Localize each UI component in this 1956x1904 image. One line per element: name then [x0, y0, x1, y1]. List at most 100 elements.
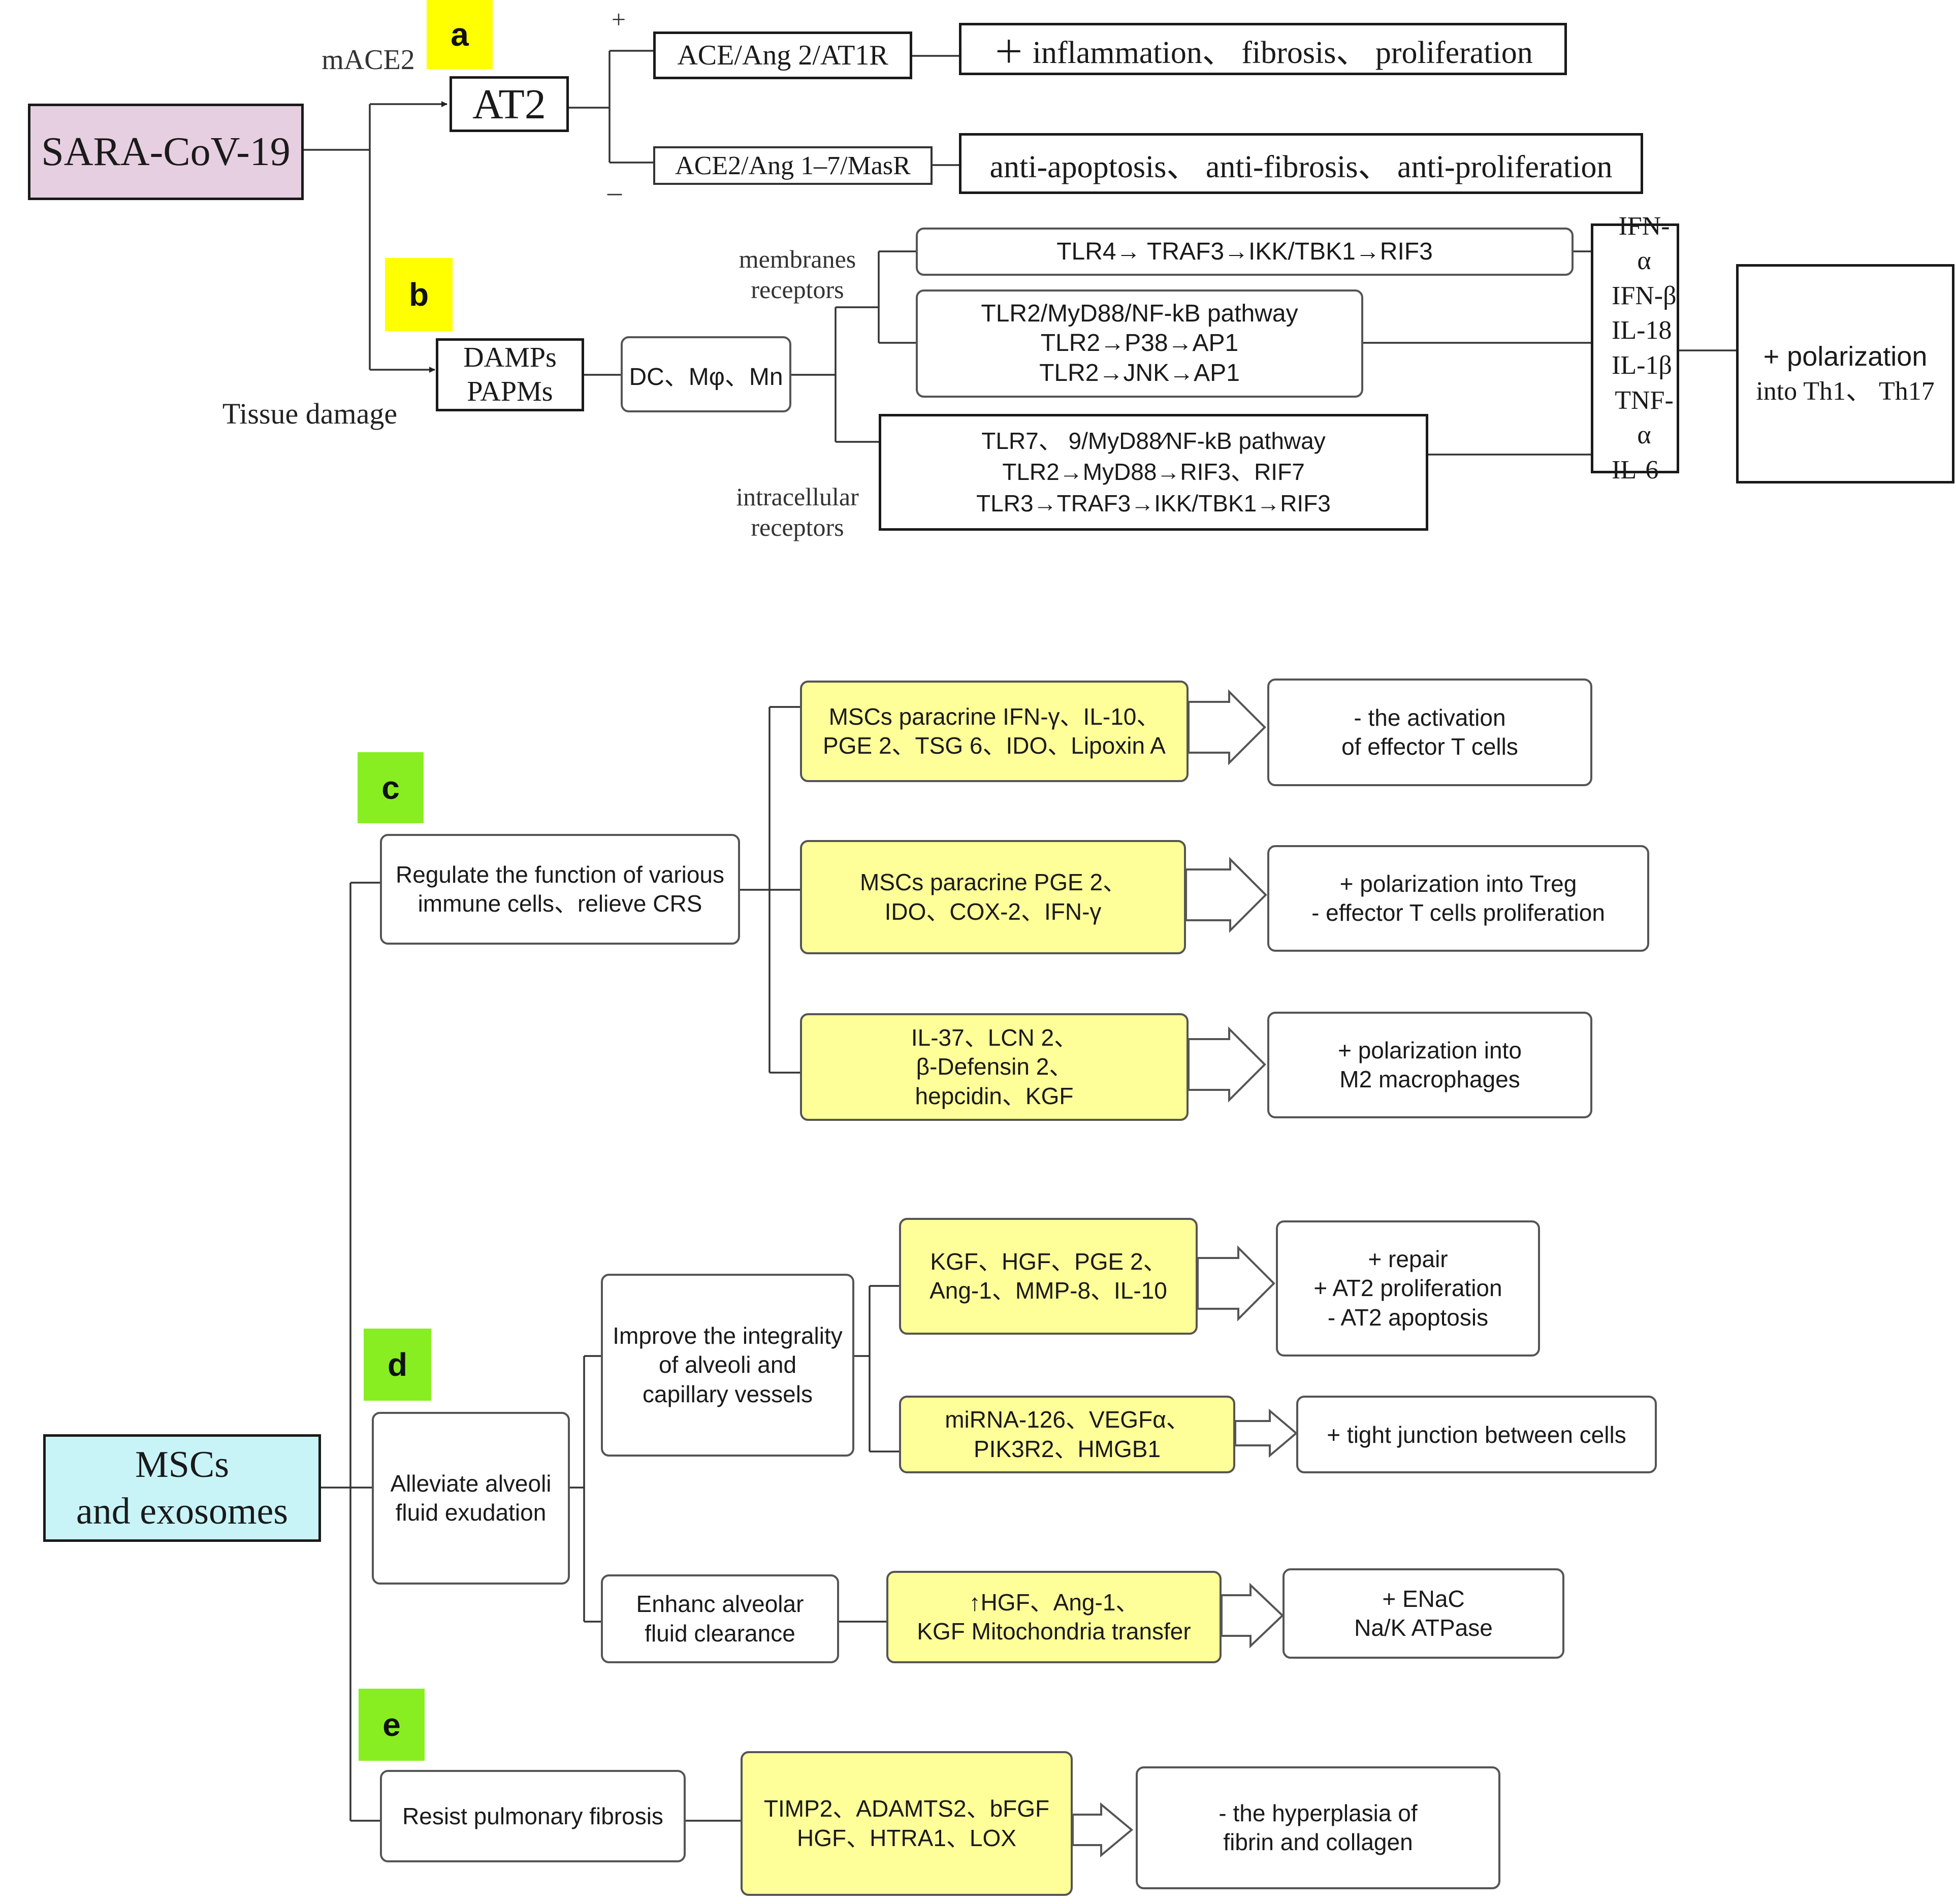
d1-effect-line-1: + repair	[1368, 1245, 1448, 1272]
e-factors-line-1: TIMP2、ADAMTS2、bFGF	[763, 1795, 1050, 1822]
damps-papms-box: DAMPs PAPMs	[436, 338, 584, 411]
polarization-line-1: + polarization	[1763, 341, 1928, 372]
clearance-line-1: Enhanc alveolar	[636, 1591, 804, 1617]
e-effect-line-2: fibrin and collagen	[1223, 1829, 1413, 1855]
block-arrow-d3	[1221, 1583, 1284, 1649]
c2-effect-line-1: + polarization into Treg	[1339, 870, 1577, 897]
tlr7-line-1: TLR7、 9/MyD88⁄NF-kB pathway	[981, 427, 1326, 454]
cytokine-il-18: IL-18	[1612, 316, 1672, 345]
alleviate-line-2: fluid exudation	[395, 1499, 547, 1526]
c3-factors-line-1: IL-37、LCN 2、	[911, 1024, 1078, 1051]
alleviate-line-1: Alleviate alveoli	[390, 1470, 552, 1497]
d2-effect-box: + tight junction between cells	[1296, 1396, 1657, 1473]
papms-text: PAPMs	[467, 376, 553, 407]
ace-ang2-at1r-box: ACE/Ang 2/AT1R	[653, 31, 912, 79]
tlr7-line-2: TLR2→MyD88→RIF3、RIF7	[1002, 459, 1305, 486]
c1-factors-line-1: MSCs paracrine IFN-γ、IL-10、	[828, 703, 1160, 730]
regulate-immune-box: Regulate the function of various immune …	[380, 834, 740, 945]
tissue-damage-label: Tissue damage	[222, 397, 398, 430]
damps-text: DAMPs	[463, 341, 557, 373]
cytokine-ifn-alpha: IFN-α	[1618, 211, 1670, 276]
th-polarization-box: + polarization into Th1、 Th17	[1736, 264, 1954, 483]
c2-factors-line-2: IDO、COX-2、IFN-γ	[884, 898, 1102, 925]
e-factors-box: TIMP2、ADAMTS2、bFGF HGF、HTRA1、LOX	[741, 1751, 1073, 1896]
c3-effect-line-1: + polarization into	[1338, 1037, 1522, 1063]
alleviate-exudation-box: Alleviate alveoli fluid exudation	[372, 1412, 570, 1585]
receptors-text-1: receptors	[751, 275, 844, 304]
c1-factors-box: MSCs paracrine IFN-γ、IL-10、 PGE 2、TSG 6、…	[800, 681, 1189, 782]
tlr2-line-2: TLR2→P38→AP1	[1040, 330, 1239, 357]
c2-effect-box: + polarization into Treg - effector T ce…	[1267, 845, 1649, 952]
tlr7-pathway-box: TLR7、 9/MyD88⁄NF-kB pathway TLR2→MyD88→R…	[879, 414, 1428, 531]
d3-effect-line-1: + ENaC	[1382, 1585, 1465, 1612]
c1-effect-box: - the activation of effector T cells	[1267, 679, 1592, 786]
cytokine-tnf-alpha: TNF-α	[1615, 385, 1674, 450]
plus-sign: +	[611, 5, 626, 34]
c2-effect-line-2: - effector T cells proliferation	[1311, 899, 1605, 926]
panel-tag-d: d	[364, 1329, 431, 1401]
e-effect-line-1: - the hyperplasia of	[1219, 1799, 1418, 1826]
c2-factors-box: MSCs paracrine PGE 2、 IDO、COX-2、IFN-γ	[800, 840, 1186, 954]
regulate-line-2: immune cells、relieve CRS	[418, 890, 702, 917]
tlr2-line-3: TLR2→JNK→AP1	[1039, 359, 1240, 386]
d2-factors-line-1: miRNA-126、VEGFα、	[945, 1406, 1190, 1433]
c1-factors-line-2: PGE 2、TSG 6、IDO、Lipoxin A	[823, 732, 1166, 759]
cytokine-il-6: IL-6	[1612, 455, 1659, 485]
d3-effect-line-2: Na/K ATPase	[1354, 1615, 1493, 1641]
c1-effect-line-2: of effector T cells	[1341, 733, 1518, 760]
receptors-text-2: receptors	[751, 513, 844, 541]
tlr2-pathway-box: TLR2/MyD88/NF-kB pathway TLR2→P38→AP1 TL…	[916, 289, 1363, 398]
c3-effect-line-2: M2 macrophages	[1339, 1066, 1520, 1092]
membranes-text: membranes	[739, 245, 856, 273]
e-factors-line-2: HGF、HTRA1、LOX	[797, 1824, 1016, 1851]
intracellular-receptors-label: intracellular receptors	[716, 481, 879, 542]
panel-tag-c: c	[358, 752, 424, 823]
c3-factors-box: IL-37、LCN 2、 β-Defensin 2、 hepcidin、KGF	[800, 1013, 1189, 1121]
d1-factors-line-1: KGF、HGF、PGE 2、	[930, 1248, 1167, 1275]
minus-sign: –	[607, 176, 622, 208]
c3-factors-line-2: β-Defensin 2、	[916, 1053, 1073, 1080]
c2-factors-line-1: MSCs paracrine PGE 2、	[859, 869, 1127, 895]
panel-tag-e: e	[359, 1689, 425, 1761]
panel-tag-a: a	[427, 0, 493, 69]
d2-factors-box: miRNA-126、VEGFα、 PIK3R2、HMGB1	[899, 1396, 1235, 1473]
d3-factors-box: ↑HGF、Ang-1、 KGF Mitochondria transfer	[886, 1571, 1222, 1663]
membranes-receptors-label: membranes receptors	[721, 244, 874, 305]
integrality-line-2: of alveoli and	[658, 1351, 797, 1378]
d1-factors-box: KGF、HGF、PGE 2、 Ang-1、MMP-8、IL-10	[899, 1218, 1198, 1335]
cytokine-il-1beta: IL-1β	[1612, 351, 1672, 380]
block-arrow-d2	[1234, 1408, 1298, 1458]
polarization-line-2: into Th1、 Th17	[1756, 377, 1935, 406]
intracellular-text: intracellular	[736, 482, 859, 511]
panel-tag-b: b	[385, 258, 453, 331]
d3-effect-box: + ENaC Na/K ATPase	[1282, 1568, 1564, 1659]
virus-box: SARA-CoV-19	[28, 104, 304, 200]
d3-factors-line-2: KGF Mitochondria transfer	[917, 1618, 1191, 1644]
cytokine-list-box: IFN-α IFN-β IL-18 IL-1β TNF-α IL-6	[1591, 212, 1679, 485]
msc-root-line-1: MSCs	[135, 1443, 230, 1486]
enhance-clearance-box: Enhanc alveolar fluid clearance	[601, 1574, 839, 1663]
integrality-line-1: Improve the integrality	[613, 1322, 843, 1349]
resist-fibrosis-box: Resist pulmonary fibrosis	[380, 1770, 686, 1862]
e-effect-box: - the hyperplasia of fibrin and collagen	[1136, 1766, 1500, 1889]
block-arrow-c3	[1188, 1026, 1266, 1103]
c3-effect-box: + polarization into M2 macrophages	[1267, 1012, 1592, 1118]
inflammation-effect-box: ＋ inflammation、 fibrosis、 proliferation	[959, 23, 1567, 75]
improve-integrality-box: Improve the integrality of alveoli and c…	[601, 1274, 854, 1457]
d1-effect-box: + repair + AT2 proliferation - AT2 apopt…	[1276, 1220, 1540, 1357]
block-arrow-c2	[1185, 857, 1267, 933]
receptor-label: mACE2	[322, 44, 415, 76]
ace2-masr-box: ACE2/Ang 1–7/MasR	[653, 146, 933, 185]
msc-root-line-2: and exosomes	[76, 1491, 288, 1532]
d1-effect-line-2: + AT2 proliferation	[1313, 1275, 1502, 1302]
immune-cells-box: DC、Mφ、Mn	[621, 336, 791, 412]
c1-effect-line-1: - the activation	[1354, 704, 1506, 731]
block-arrow-c1	[1188, 689, 1266, 765]
d2-factors-line-2: PIK3R2、HMGB1	[973, 1435, 1161, 1462]
c3-factors-line-3: hepcidin、KGF	[915, 1082, 1074, 1109]
block-arrow-d1	[1197, 1245, 1275, 1321]
tlr4-pathway-box: TLR4→ TRAF3→IKK/TBK1→RIF3	[916, 228, 1574, 276]
anti-apoptosis-effect-box: anti-apoptosis、 anti-fibrosis、 anti-prol…	[959, 133, 1643, 194]
